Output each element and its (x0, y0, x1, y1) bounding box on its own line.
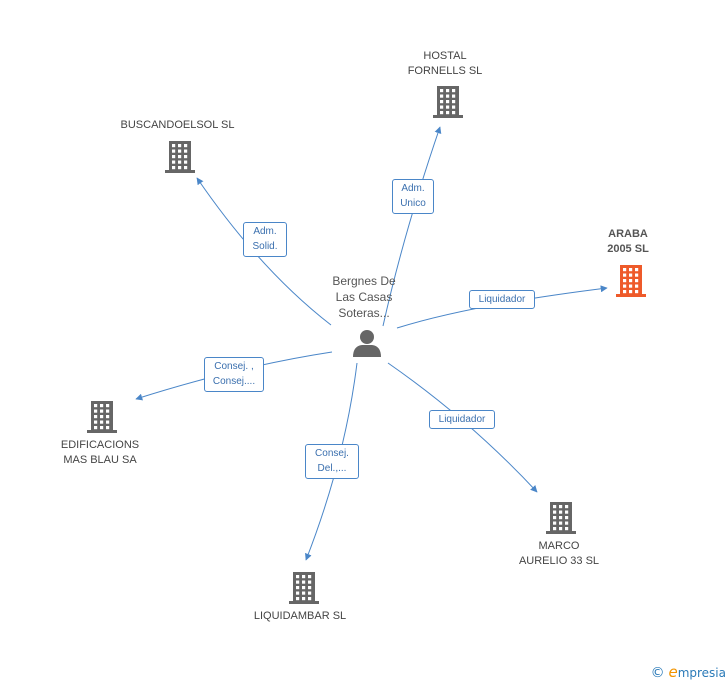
company-label-liquidambar[interactable]: LIQUIDAMBAR SL (253, 610, 347, 622)
relation-label-edificacions[interactable]: Consej. , Consej.... (204, 357, 264, 392)
relation-label-liquidambar[interactable]: Consej. Del.,... (305, 444, 359, 479)
empresia-logo[interactable]: © empresia (651, 663, 726, 681)
hostal-building-icon[interactable] (433, 86, 463, 118)
person-icon[interactable] (353, 330, 381, 357)
company-label-hostal[interactable]: HOSTAL FORNELLS SL (407, 50, 483, 77)
company-label-buscandoelsol[interactable]: BUSCANDOELSOL SL (120, 119, 235, 131)
company-label-edificacions[interactable]: EDIFICACIONS MAS BLAU SA (60, 439, 140, 466)
relation-label-marco[interactable]: Liquidador (429, 410, 495, 429)
brand-e: e (668, 663, 678, 681)
edge-hostal (382, 126, 442, 327)
relation-label-buscandoelsol[interactable]: Adm. Solid. (243, 222, 287, 257)
araba-building-icon[interactable] (616, 265, 646, 297)
edificacions-building-icon[interactable] (87, 401, 117, 433)
relation-label-araba[interactable]: Liquidador (469, 290, 535, 309)
marco-building-icon[interactable] (546, 502, 576, 534)
company-label-araba[interactable]: ARABA 2005 SL (607, 228, 649, 255)
liquidambar-building-icon[interactable] (289, 572, 319, 604)
center-person-name[interactable]: Bergnes De Las Casas Soteras... (332, 274, 396, 320)
brand-name: mpresia (677, 666, 726, 680)
buscandoelsol-building-icon[interactable] (165, 141, 195, 173)
company-label-marco[interactable]: MARCO AURELIO 33 SL (518, 540, 600, 567)
copyright-icon: © (650, 665, 665, 681)
edge-buscandoelsol (196, 177, 332, 326)
relation-label-hostal[interactable]: Adm. Unico (392, 179, 434, 214)
